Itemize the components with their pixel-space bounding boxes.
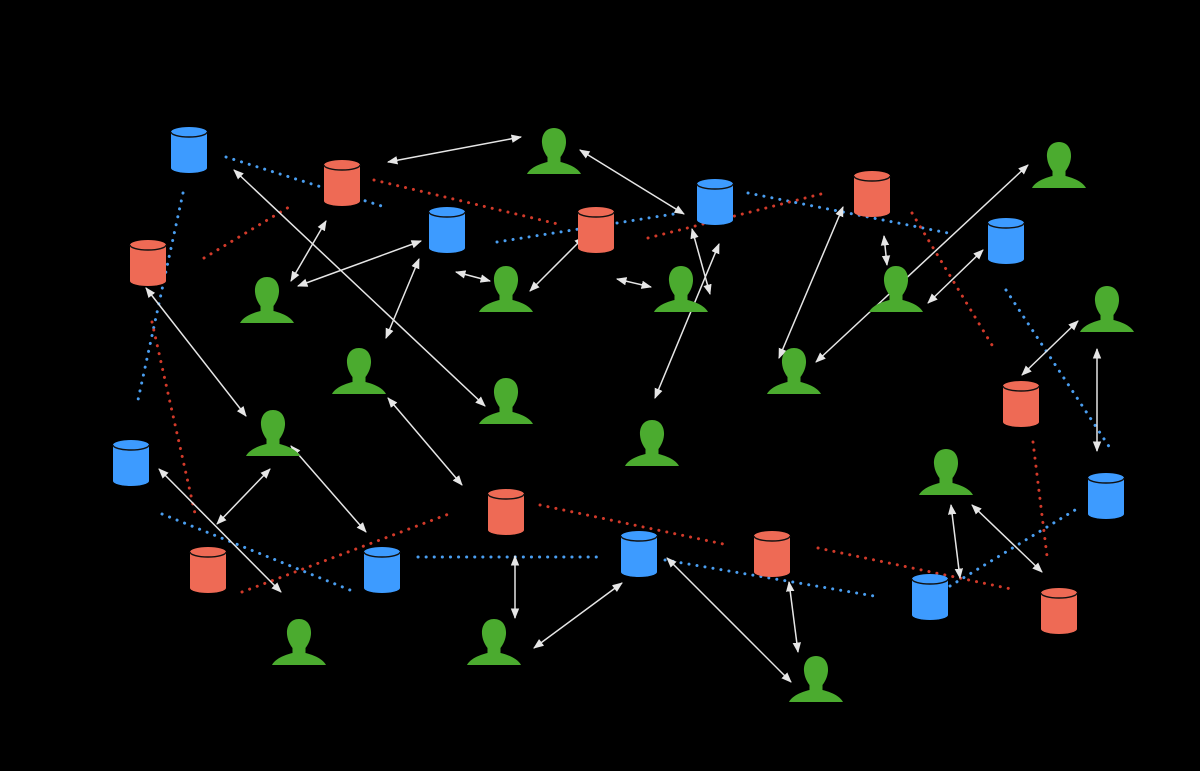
- dotted-blue-link: [746, 191, 950, 235]
- database-red-icon: [1002, 380, 1040, 428]
- dotted-red-link: [372, 178, 564, 227]
- person-icon: [919, 449, 973, 495]
- database-blue-icon: [620, 530, 658, 578]
- bidirectional-arrow: [233, 169, 486, 407]
- bidirectional-arrow: [533, 582, 623, 649]
- bidirectional-arrow: [454, 270, 492, 283]
- dotted-red-link: [1031, 440, 1049, 558]
- dotted-blue-link: [948, 508, 1077, 588]
- database-blue-icon: [112, 439, 150, 487]
- bidirectional-arrow: [216, 468, 271, 525]
- person-icon: [527, 128, 581, 174]
- database-red-icon: [577, 206, 615, 254]
- bidirectional-arrow: [386, 134, 523, 165]
- bidirectional-arrow: [1021, 320, 1079, 376]
- bidirectional-arrow: [290, 445, 367, 533]
- dotted-red-link: [150, 320, 198, 520]
- database-red-icon: [189, 546, 227, 594]
- bidirectional-arrow: [385, 258, 420, 339]
- person-icon: [625, 420, 679, 466]
- person-icon: [767, 348, 821, 394]
- dotted-connections: [136, 155, 1112, 599]
- people: [240, 128, 1134, 702]
- person-icon: [1032, 142, 1086, 188]
- bidirectional-arrow: [387, 397, 463, 486]
- bidirectional-arrow: [615, 277, 653, 289]
- database-blue-icon: [363, 546, 401, 594]
- bidirectional-arrow: [145, 287, 247, 417]
- person-icon: [479, 266, 533, 312]
- bidirectional-arrow: [690, 227, 712, 296]
- red-databases: [129, 159, 1078, 635]
- bidirectional-arrow: [927, 249, 984, 304]
- dotted-blue-link: [495, 211, 682, 244]
- database-red-icon: [853, 170, 891, 218]
- dotted-blue-link: [136, 191, 185, 402]
- bidirectional-arrow: [529, 236, 585, 292]
- database-blue-icon: [170, 126, 208, 174]
- bidirectional-arrow: [579, 149, 685, 215]
- person-icon: [332, 348, 386, 394]
- database-blue-icon: [987, 217, 1025, 265]
- person-icon: [479, 378, 533, 424]
- database-red-icon: [487, 488, 525, 536]
- bidirectional-arrow: [880, 234, 891, 267]
- dotted-red-link: [240, 510, 456, 594]
- database-red-icon: [753, 530, 791, 578]
- bidirectional-arrow: [971, 504, 1043, 573]
- person-icon: [240, 277, 294, 323]
- person-icon: [869, 266, 923, 312]
- arrow-connections: [145, 134, 1102, 683]
- database-blue-icon: [696, 178, 734, 226]
- dotted-red-link: [816, 546, 1018, 592]
- bidirectional-arrow: [778, 206, 844, 359]
- dotted-red-link: [538, 503, 730, 547]
- person-icon: [1080, 286, 1134, 332]
- bidirectional-arrow: [815, 164, 1029, 363]
- person-icon: [246, 410, 300, 456]
- database-red-icon: [1040, 587, 1078, 635]
- database-blue-icon: [1087, 472, 1125, 520]
- database-blue-icon: [911, 573, 949, 621]
- database-red-icon: [323, 159, 361, 207]
- database-red-icon: [129, 239, 167, 287]
- bidirectional-arrow: [786, 580, 801, 654]
- dotted-red-link: [646, 191, 827, 240]
- blue-databases: [112, 126, 1125, 621]
- person-icon: [467, 619, 521, 665]
- bidirectional-arrow: [654, 243, 720, 399]
- bidirectional-arrow: [158, 468, 282, 593]
- person-icon: [272, 619, 326, 665]
- dotted-blue-link: [224, 155, 390, 210]
- bidirectional-arrow: [666, 557, 792, 683]
- database-blue-icon: [428, 206, 466, 254]
- person-icon: [789, 656, 843, 702]
- dotted-red-link: [202, 202, 296, 260]
- bidirectional-arrow: [947, 503, 964, 580]
